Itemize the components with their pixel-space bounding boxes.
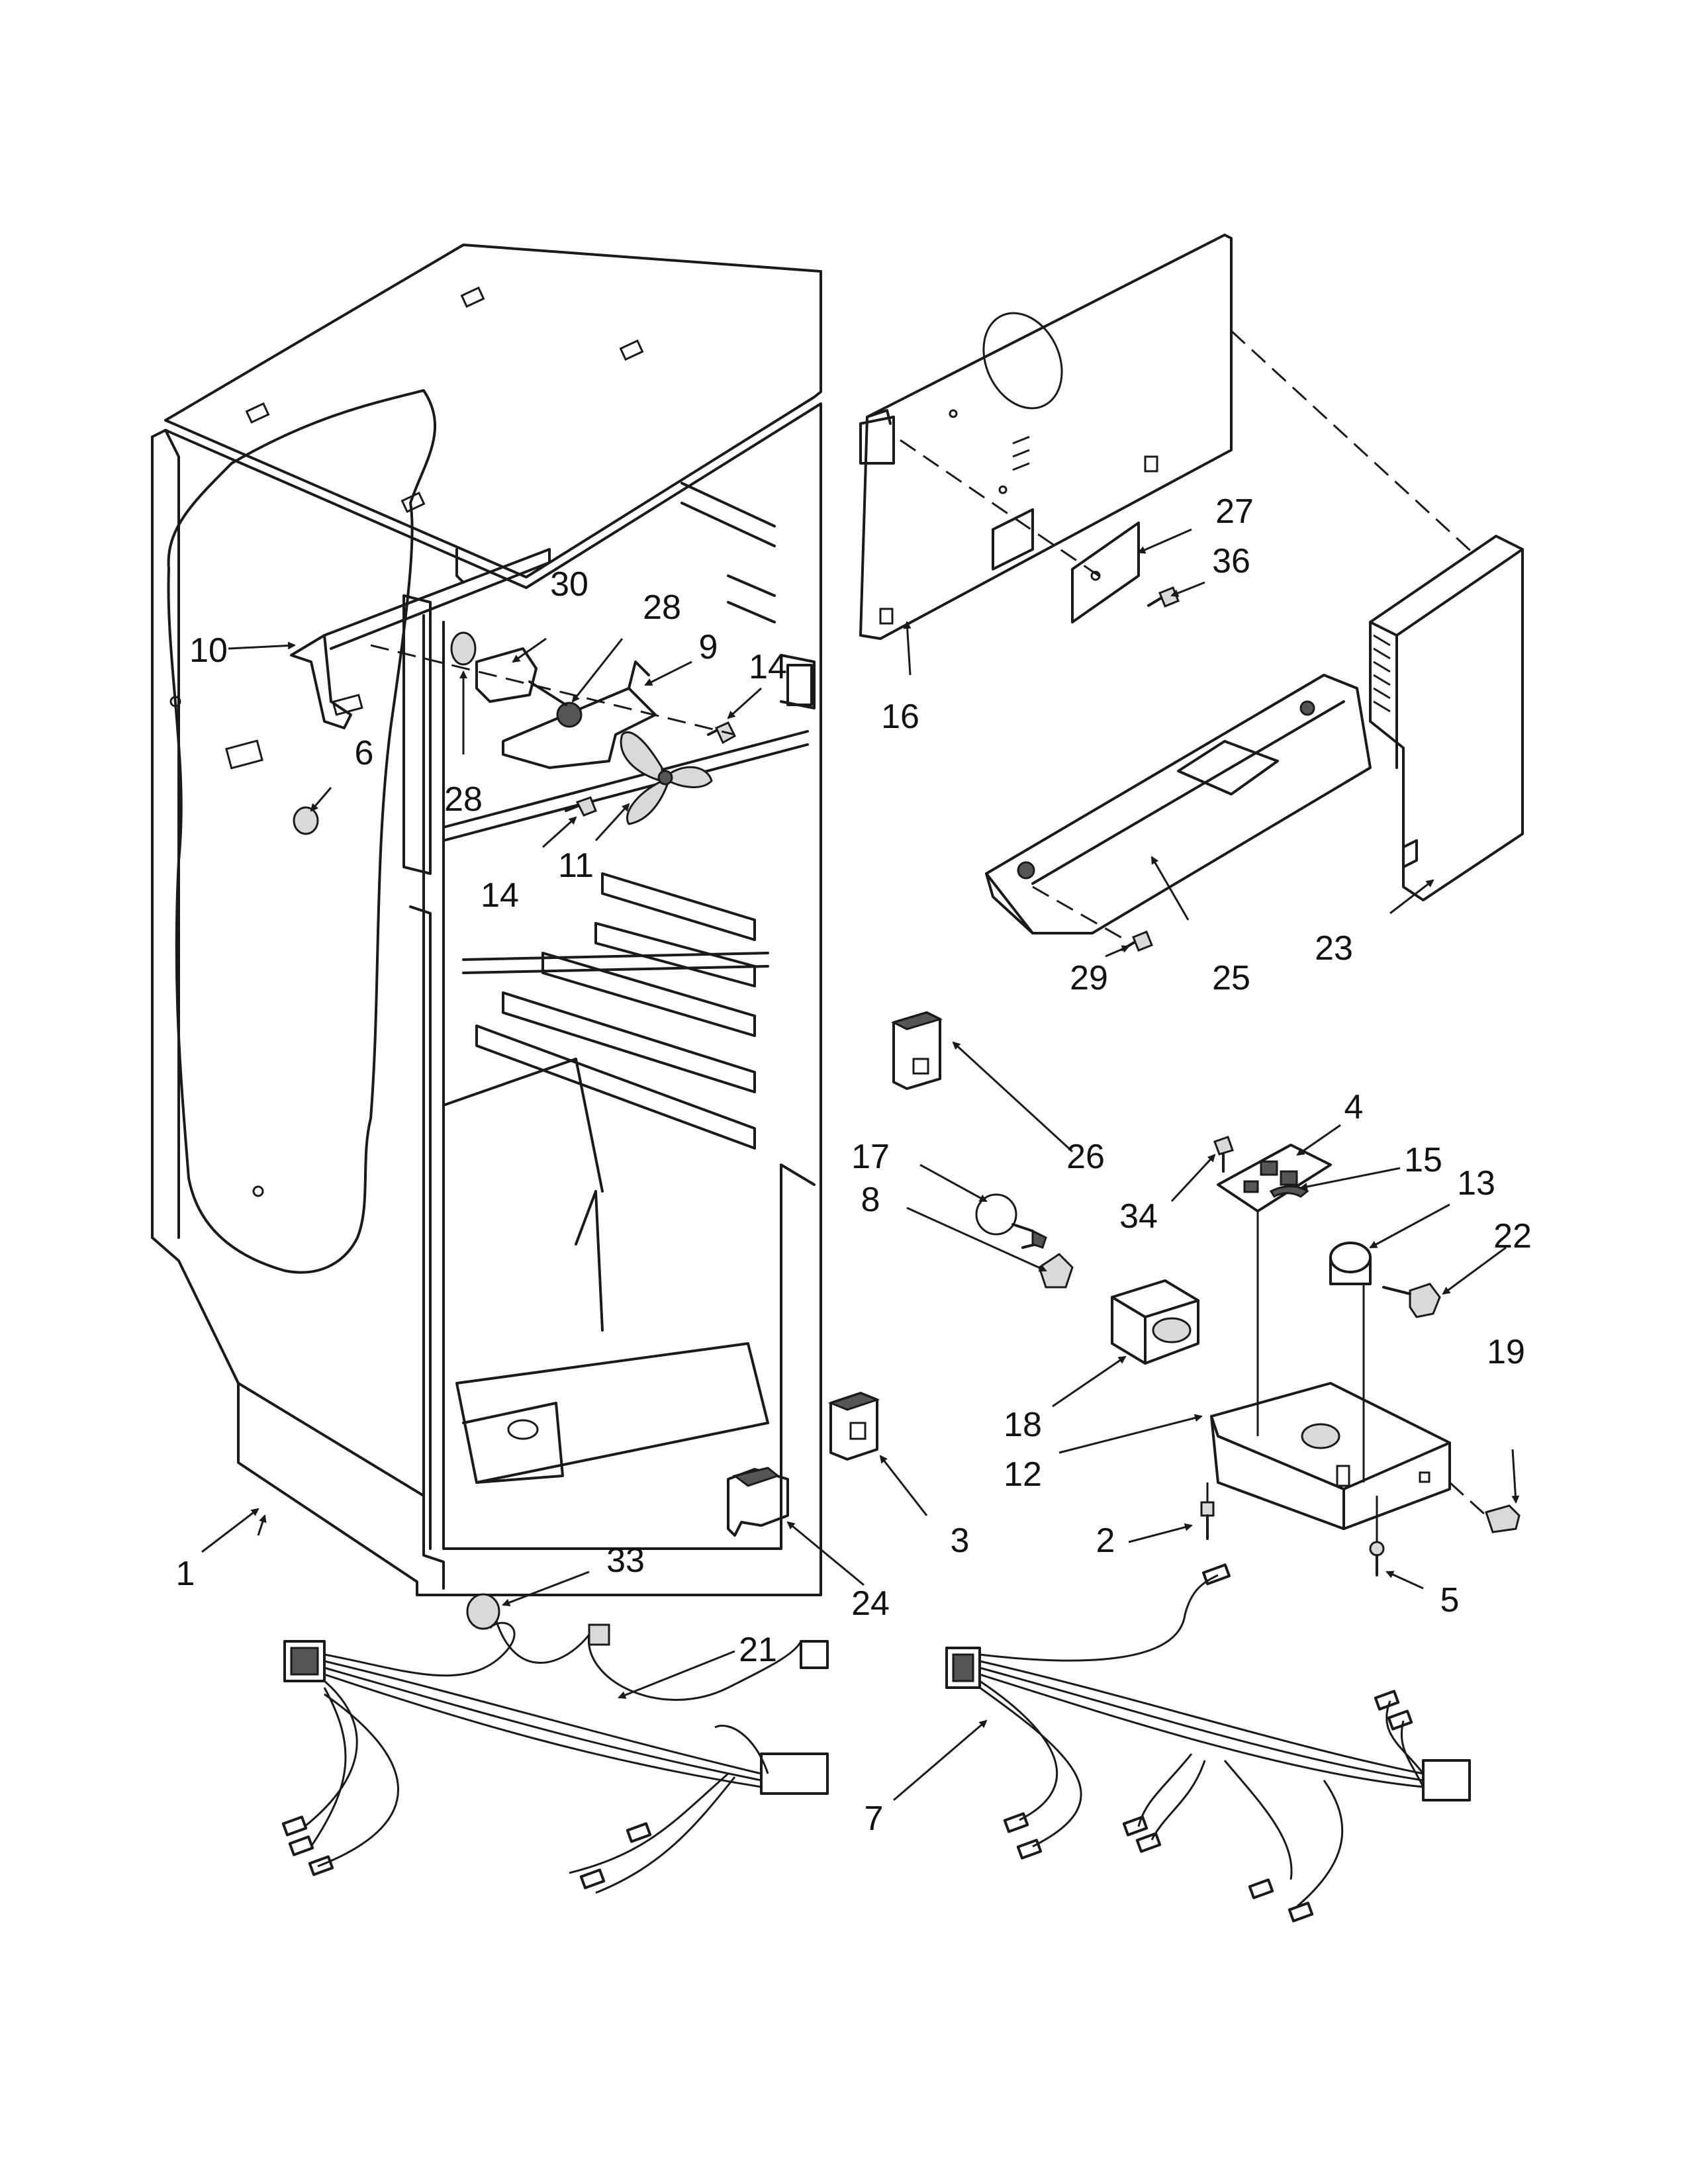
callout-23: 23 bbox=[1315, 929, 1353, 968]
callout-33: 33 bbox=[606, 1541, 645, 1580]
callout-13: 13 bbox=[1457, 1164, 1495, 1203]
light-housing bbox=[1111, 1279, 1199, 1365]
callout-28a: 28 bbox=[643, 588, 681, 627]
callout-8: 8 bbox=[861, 1181, 880, 1219]
callout-25: 25 bbox=[1212, 959, 1250, 997]
callout-18: 18 bbox=[1004, 1406, 1042, 1444]
defrost-thermostat bbox=[466, 1593, 500, 1630]
light-shield bbox=[890, 1011, 943, 1090]
callout-30: 30 bbox=[550, 565, 588, 604]
connector-19 bbox=[1448, 1481, 1521, 1533]
callout-24: 24 bbox=[851, 1584, 890, 1623]
callout-5: 5 bbox=[1440, 1581, 1460, 1619]
callout-21: 21 bbox=[739, 1631, 777, 1669]
callout-1: 1 bbox=[176, 1555, 195, 1593]
callout-16: 16 bbox=[881, 698, 919, 736]
fan-blade bbox=[620, 731, 713, 825]
callout-17: 17 bbox=[851, 1138, 890, 1176]
callout-22: 22 bbox=[1493, 1217, 1532, 1255]
callout-2: 2 bbox=[1096, 1522, 1115, 1560]
callout-11: 11 bbox=[558, 846, 594, 885]
crisper-cover bbox=[985, 674, 1372, 934]
control-housing bbox=[1210, 1382, 1451, 1530]
door-switch bbox=[727, 1467, 789, 1537]
callout-27: 27 bbox=[1215, 492, 1254, 531]
callout-19: 19 bbox=[1487, 1333, 1525, 1371]
callout-7: 7 bbox=[865, 1799, 884, 1838]
light-bulb bbox=[975, 1193, 1047, 1249]
evaporator-cover bbox=[859, 234, 1233, 640]
callout-34: 34 bbox=[1119, 1197, 1158, 1236]
callout-36: 36 bbox=[1212, 542, 1250, 580]
connector-3 bbox=[827, 1392, 880, 1461]
callout-28b: 28 bbox=[444, 780, 483, 819]
callout-3: 3 bbox=[951, 1522, 970, 1560]
motor-bracket bbox=[502, 660, 657, 769]
air-duct bbox=[1369, 535, 1524, 901]
thermostat bbox=[1329, 1242, 1372, 1482]
wiring-harness-21 bbox=[281, 1621, 829, 1894]
leader-lines bbox=[201, 528, 1520, 1801]
screw-5 bbox=[1369, 1496, 1385, 1576]
callout-labels: 1 2 3 4 5 6 7 8 9 10 11 12 13 14 14 15 1… bbox=[176, 492, 1532, 1838]
screw-14-lower bbox=[565, 796, 597, 817]
callout-15: 15 bbox=[1404, 1141, 1442, 1179]
callout-6: 6 bbox=[355, 734, 374, 772]
wiring-harness-7 bbox=[945, 1563, 1471, 1923]
callout-26: 26 bbox=[1066, 1138, 1105, 1176]
control-board bbox=[1217, 1144, 1332, 1436]
callout-4: 4 bbox=[1344, 1088, 1364, 1126]
control-knob bbox=[1382, 1283, 1441, 1318]
callout-14b: 14 bbox=[481, 876, 519, 915]
callout-29: 29 bbox=[1070, 959, 1108, 997]
thermistor-clip bbox=[1269, 1185, 1309, 1199]
screw-34 bbox=[1213, 1136, 1234, 1173]
callout-10: 10 bbox=[189, 631, 228, 670]
screw-36 bbox=[1147, 586, 1180, 608]
screw-2 bbox=[1200, 1482, 1215, 1540]
fan-bracket bbox=[290, 548, 551, 729]
light-socket bbox=[1038, 1253, 1074, 1289]
callout-14a: 14 bbox=[749, 648, 787, 686]
hole-plug bbox=[293, 806, 319, 835]
evaporator-fan-motor bbox=[450, 631, 583, 728]
cabinet-liner bbox=[151, 244, 822, 1596]
callout-12: 12 bbox=[1004, 1455, 1042, 1494]
callout-9: 9 bbox=[699, 628, 718, 666]
cover-label bbox=[1071, 522, 1140, 623]
